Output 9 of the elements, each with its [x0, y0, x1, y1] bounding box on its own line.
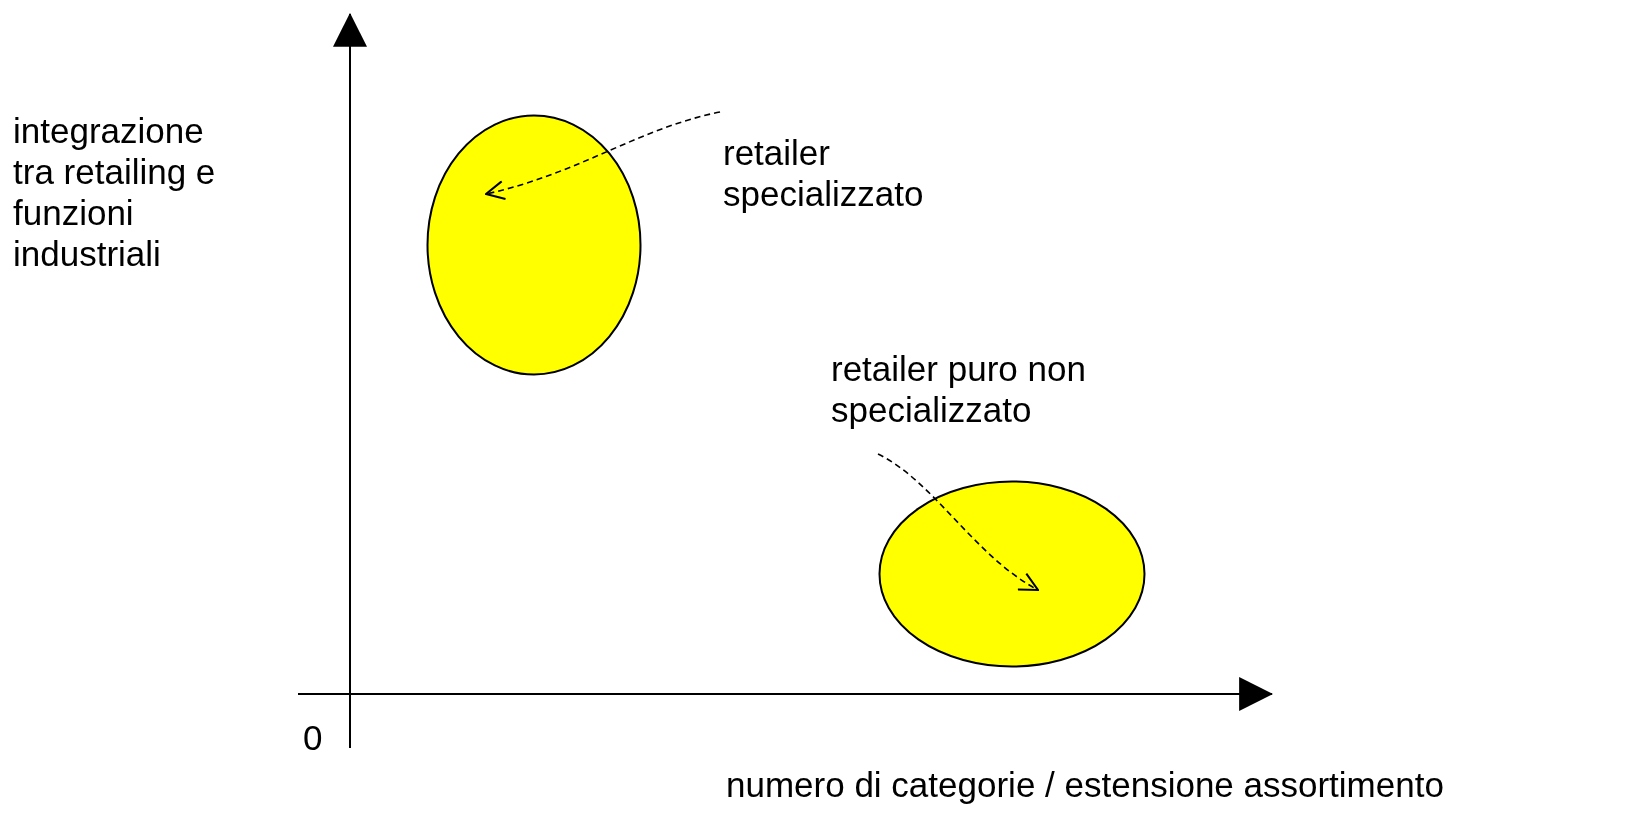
ellipse — [878, 480, 1146, 668]
axis-label: numero di categorie / estensione assortimento — [726, 764, 1445, 805]
ellipse — [426, 114, 642, 376]
axis-label: integrazione tra retailing e funzioni industriali — [13, 110, 217, 274]
leader-arrow — [877, 453, 1039, 591]
origin-label: 0 — [303, 717, 324, 758]
callout-text: retailer specializzato — [723, 132, 993, 214]
leader-arrow — [485, 111, 721, 200]
callout-text: retailer puro non specializzato — [831, 348, 1161, 430]
